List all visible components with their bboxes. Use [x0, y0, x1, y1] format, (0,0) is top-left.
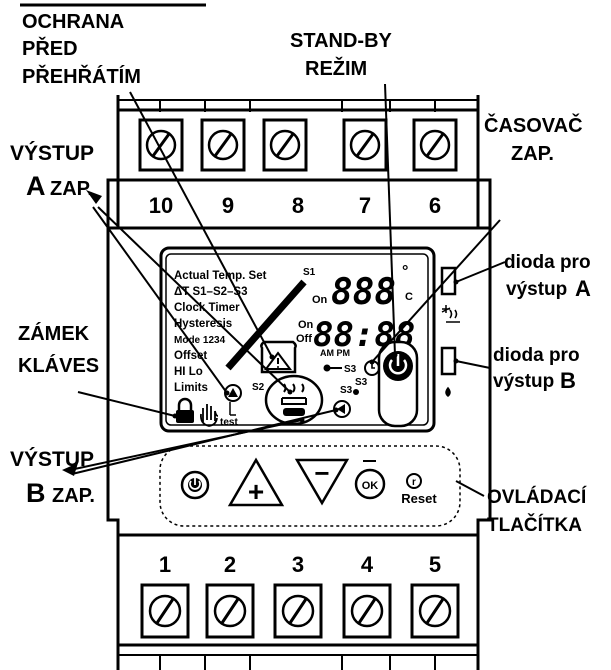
standby-mode-label: REŽIM	[305, 56, 367, 80]
bottom-terminals: 1 2 3 4 5	[140, 552, 460, 639]
terminal-number: 9	[222, 193, 234, 218]
terminal-number: 5	[429, 552, 441, 577]
plus-label: +	[248, 476, 264, 507]
callout-labels: OCHRANA PŘED PŘEHŘÁTÍM STAND-BY REŽIM ČA…	[10, 3, 591, 536]
terminal-screw-1[interactable]	[140, 583, 190, 639]
lcd-s1-label: S1	[303, 267, 316, 278]
test-hand-icon	[200, 404, 219, 427]
terminal-screw-4[interactable]	[342, 583, 392, 639]
reset-button[interactable]: r Reset	[401, 473, 437, 506]
terminal-screw-3[interactable]	[273, 583, 323, 639]
arrowheads	[62, 190, 459, 476]
reset-label: Reset	[401, 491, 437, 506]
lcd-unit-label: C	[405, 291, 413, 303]
lcd-off-label: Off	[296, 333, 312, 345]
lcd-menu-item: ΔT S1–S2–S3	[174, 286, 247, 298]
lcd-menu-item: HI Lo	[174, 366, 203, 378]
terminal-screw-8[interactable]	[262, 118, 308, 172]
lcd-ampm-label: AM PM	[320, 348, 350, 358]
diode-b-label: výstup	[493, 371, 554, 392]
ok-label: OK	[362, 480, 379, 492]
lcd-test-label: test	[220, 417, 238, 428]
ok-button[interactable]: OK	[354, 460, 386, 500]
lcd-s3-label: S3	[355, 377, 368, 388]
timer-on-label: ZAP.	[511, 143, 554, 165]
overheat-protection-label: OCHRANA	[22, 11, 124, 33]
lcd-s2-label: S2	[252, 382, 265, 393]
output-b-on-label: VÝSTUP	[10, 447, 94, 471]
terminal-screw-5[interactable]	[410, 583, 460, 639]
lcd-menu-item: Mode 1234	[174, 335, 226, 346]
heating-output-icon	[264, 374, 324, 426]
key-lock-icon	[176, 397, 194, 423]
overheat-protection-label: PŘED	[22, 36, 78, 60]
plus-button[interactable]: +	[227, 457, 285, 507]
lcd-on-label: On	[298, 319, 314, 331]
output-b-on-label: ZAP.	[52, 485, 95, 507]
terminal-screw-7[interactable]	[342, 118, 388, 172]
terminal-screw-6[interactable]	[412, 118, 458, 172]
overheat-warning-icon	[260, 340, 297, 374]
output-a-on-label: ZAP.	[50, 178, 93, 200]
overheat-protection-label: PŘEHŘÁTÍM	[22, 64, 141, 88]
lcd-menu-item: Actual Temp. Set	[174, 270, 267, 282]
terminal-screw-9[interactable]	[200, 118, 246, 172]
svg-text:S3: S3	[344, 364, 357, 375]
key-lock-label: ZÁMEK	[18, 322, 90, 345]
control-buttons-label: OVLÁDACÍ	[487, 486, 587, 508]
device-body	[106, 95, 492, 670]
diode-a-label: výstup	[506, 279, 567, 300]
terminal-number: 10	[149, 193, 173, 218]
button-panel: + − OK r Reset	[159, 445, 461, 527]
top-terminals: 10 9 8 7 6	[138, 118, 458, 218]
reset-symbol: r	[412, 477, 416, 488]
lcd-display: Actual Temp. Set ΔT S1–S2–S3 Clock Timer…	[159, 246, 436, 433]
output-b-letter: B	[26, 478, 46, 508]
diode-b-label: dioda pro	[493, 345, 580, 366]
diode-b-letter: B	[560, 368, 576, 393]
terminal-number: 8	[292, 193, 304, 218]
diode-a-label: dioda pro	[504, 252, 591, 273]
terminal-number: 3	[292, 552, 304, 577]
output-b-indicator-icon	[333, 400, 351, 418]
terminal-number: 4	[361, 552, 374, 577]
lcd-menu-item: Limits	[174, 382, 208, 394]
lcd-menu-item: Clock Timer	[174, 302, 240, 314]
leader-lines	[69, 83, 506, 497]
terminal-screw-2[interactable]	[205, 583, 255, 639]
terminal-number: 6	[429, 193, 441, 218]
terminal-number: 2	[224, 552, 236, 577]
lcd-s3-label: S3	[340, 385, 353, 396]
terminal-screw-10[interactable]	[138, 118, 184, 172]
diode-a-letter: A	[575, 276, 591, 301]
terminal-number: 7	[359, 193, 371, 218]
output-b-diode	[440, 346, 457, 397]
standby-power-icon	[377, 340, 419, 428]
control-buttons-label: TLAČÍTKA	[487, 514, 582, 536]
lcd-on-label: On	[312, 294, 328, 306]
output-a-letter: A	[26, 171, 46, 201]
terminal-number: 1	[159, 552, 171, 577]
standby-button[interactable]	[180, 470, 210, 500]
standby-mode-label: STAND-BY	[290, 30, 393, 52]
output-a-indicator-icon	[224, 384, 242, 402]
minus-label: −	[314, 458, 329, 488]
timer-on-label: ČASOVAČ	[484, 113, 583, 137]
lcd-degree-symbol: °	[402, 263, 408, 280]
lcd-temperature-digits: 888	[331, 272, 396, 313]
output-a-diode	[440, 266, 460, 323]
output-a-on-label: VÝSTUP	[10, 141, 94, 165]
key-lock-label: KLÁVES	[18, 354, 99, 377]
minus-button[interactable]: −	[294, 458, 350, 506]
